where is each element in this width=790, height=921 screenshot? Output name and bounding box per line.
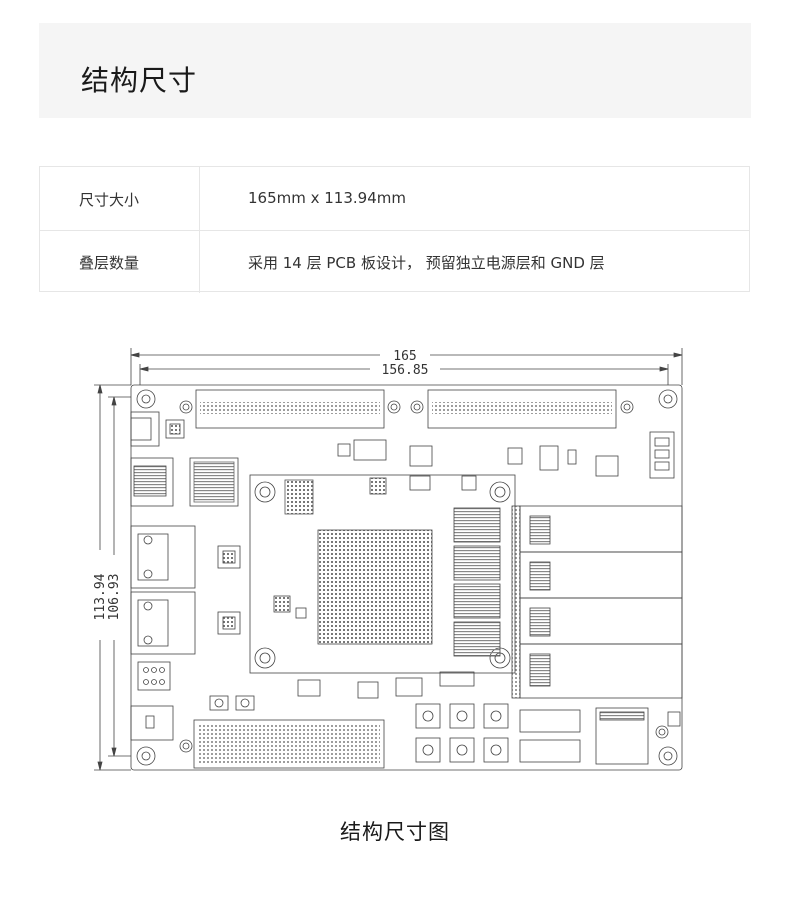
spec-table: 尺寸大小 165mm x 113.94mm 叠层数量 采用 14 层 PCB 板… [39,166,750,293]
ethernet-port-1 [130,525,196,589]
spec-value: 采用 14 层 PCB 板设计， 预留独立电源层和 GND 层 [248,254,605,272]
section-title: 结构尺寸 [81,64,198,97]
ddr-memory [453,507,501,657]
fmc-connector-left [195,389,385,429]
diagram-caption: 结构尺寸图 [340,820,450,844]
sma-connectors [415,703,509,763]
fmc-connector-right [427,389,617,429]
width-dimension [130,348,683,385]
ethernet-port-2 [130,591,196,655]
dim-height-outer: 113.94 [93,573,108,620]
fpga-bga [317,529,433,645]
column-divider [199,230,200,293]
power-jack [130,705,174,741]
sfp-cages [511,505,683,699]
height-dimension [94,384,131,771]
qfp-chip [189,457,239,507]
sd-card-slot [595,707,649,765]
spec-row-size: 尺寸大小 165mm x 113.94mm [40,167,749,231]
bottom-header [193,719,385,769]
mounting-holes [136,389,678,766]
jtag-header [649,431,675,479]
column-divider [199,167,200,230]
board-dimension-drawing: 165 156.85 113.94 106.93 [93,348,683,771]
usb-connector [130,411,160,447]
section-header: 结构尺寸 [39,23,751,118]
spec-label: 叠层数量 [79,254,140,272]
dim-height-inner: 106.93 [107,574,122,621]
dim-width-inner: 156.85 [382,363,429,378]
spec-label: 尺寸大小 [79,191,140,209]
spec-value: 165mm x 113.94mm [248,189,406,207]
spec-row-layers: 叠层数量 采用 14 层 PCB 板设计， 预留独立电源层和 GND 层 [40,230,749,293]
dim-width-outer: 165 [393,349,416,364]
hdmi-connector [130,457,174,507]
